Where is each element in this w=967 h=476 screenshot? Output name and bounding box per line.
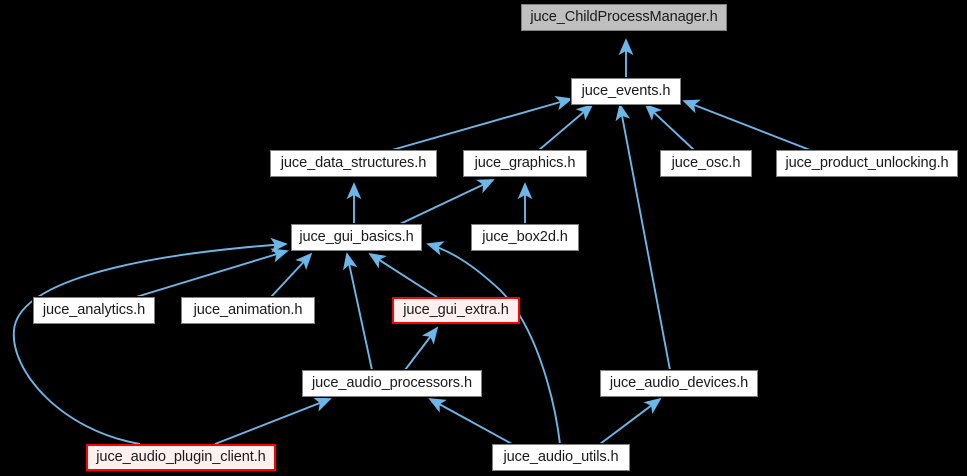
node-juce-audio-devices[interactable]: juce_audio_devices.h [599, 369, 759, 398]
node-juce-audio-processors[interactable]: juce_audio_processors.h [301, 369, 483, 398]
node-label: juce_product_unlocking.h [785, 154, 949, 171]
edge-osc-to-events [644, 103, 695, 151]
node-juce-childprocessmanager[interactable]: juce_ChildProcessManager.h [520, 3, 728, 32]
edge-audio_devices-to-events [615, 103, 671, 371]
node-juce-analytics[interactable]: juce_analytics.h [32, 296, 156, 325]
node-label: juce_graphics.h [474, 154, 576, 171]
edge-audio_processors-to-gui_extra [404, 326, 439, 371]
node-label: juce_events.h [581, 82, 671, 99]
node-label: juce_data_structures.h [280, 154, 427, 171]
node-label: juce_gui_basics.h [299, 228, 414, 245]
edge-data_structures-to-events [391, 96, 573, 151]
node-label: juce_osc.h [671, 154, 741, 171]
node-label: juce_audio_devices.h [609, 374, 749, 391]
node-label: juce_gui_extra.h [403, 301, 509, 318]
node-label: juce_audio_plugin_client.h [96, 448, 266, 465]
edge-paths [12, 38, 811, 445]
node-label: juce_animation.h [193, 301, 303, 318]
edge-audio_utils-to-gui_basics [426, 241, 561, 445]
edge-graphics-to-events [538, 103, 594, 151]
node-juce-audio-utils[interactable]: juce_audio_utils.h [491, 443, 631, 472]
edge-gui_extra-to-gui_basics [368, 252, 438, 298]
node-label: juce_ChildProcessManager.h [530, 8, 718, 25]
edge-audio_processors-to-gui_basics [342, 252, 373, 371]
node-juce-animation[interactable]: juce_animation.h [180, 296, 316, 325]
edge-gui_basics-to-graphics [399, 179, 495, 225]
edge-animation-to-gui_basics [270, 252, 313, 298]
node-juce-data-structures[interactable]: juce_data_structures.h [269, 149, 438, 178]
edge-product_unlocking-to-events [682, 99, 811, 151]
edge-audio_utils-to-audio_devices [599, 397, 662, 445]
node-juce-gui-extra[interactable]: juce_gui_extra.h [392, 297, 520, 324]
node-label: juce_analytics.h [42, 301, 146, 318]
edge-audio_plugin_client-to-audio_processors [214, 397, 332, 445]
node-label: juce_audio_utils.h [503, 448, 619, 465]
edge-audio_plugin_client-to-gui_basics [12, 237, 288, 445]
edge-analytics-to-gui_basics [135, 248, 289, 298]
node-juce-gui-basics[interactable]: juce_gui_basics.h [290, 223, 423, 252]
node-juce-box2d[interactable]: juce_box2d.h [470, 223, 580, 252]
node-label: juce_box2d.h [482, 228, 568, 245]
node-juce-audio-plugin-client[interactable]: juce_audio_plugin_client.h [86, 444, 276, 471]
node-juce-product-unlocking[interactable]: juce_product_unlocking.h [775, 149, 959, 178]
node-label: juce_audio_processors.h [312, 374, 472, 391]
node-juce-graphics[interactable]: juce_graphics.h [462, 149, 588, 178]
edge-audio_utils-to-audio_processors [428, 398, 513, 445]
node-juce-osc[interactable]: juce_osc.h [659, 149, 753, 178]
node-juce-events[interactable]: juce_events.h [570, 77, 682, 106]
